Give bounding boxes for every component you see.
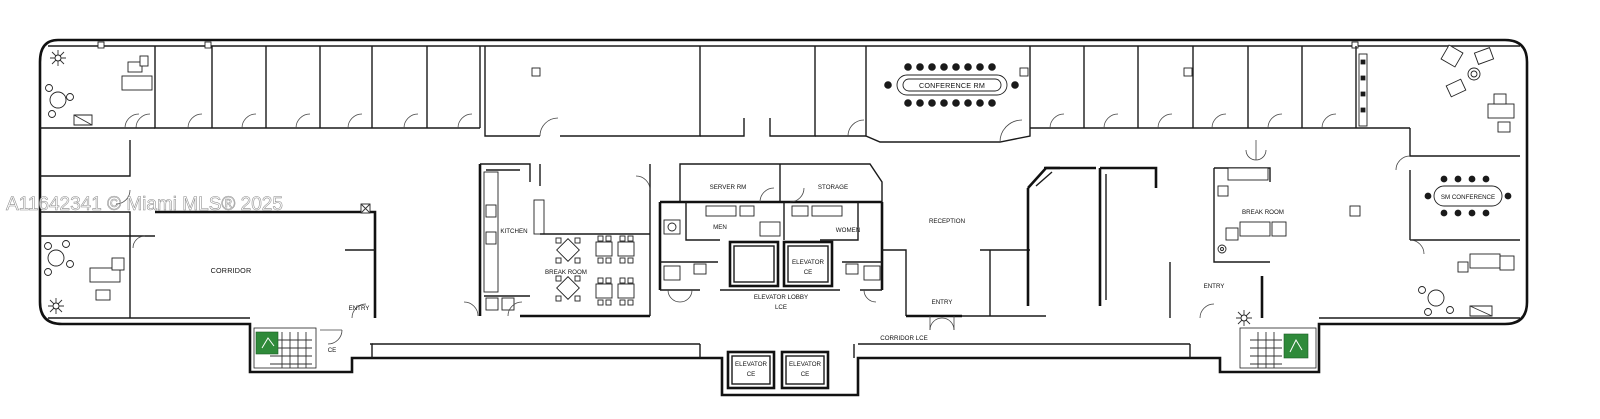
- elevator-bottom-left-label-2: CE: [747, 371, 756, 378]
- plant-icon: [48, 298, 64, 314]
- stair-ce-label: CE: [328, 347, 337, 354]
- building-core: SERVER RM STORAGE MEN WOMEN ELEVATOR CE: [658, 163, 884, 311]
- stair-icon: [1239, 327, 1317, 369]
- elevator-ce-top-label-2: CE: [804, 269, 813, 276]
- elevator-lobby-label-1: ELEVATOR LOBBY: [754, 294, 808, 301]
- corner-office-bottom-left: [44, 240, 125, 301]
- sm-conference-label: SM CONFERENCE: [1441, 194, 1495, 201]
- corner-office-bottom-right: [1409, 239, 1515, 317]
- conference-rm-label: CONFERENCE RM: [919, 81, 985, 90]
- server-rm-label: SERVER RM: [710, 184, 747, 191]
- shelf-marks: [1360, 59, 1366, 113]
- desk-chair: [95, 289, 111, 301]
- elevator-bottom-right-label-1: ELEVATOR: [789, 361, 822, 368]
- corner-office-top-right: [1440, 44, 1515, 133]
- entry-right-label: ENTRY: [1204, 283, 1225, 290]
- round-table: [47, 249, 65, 267]
- kitchen-label: KITCHEN: [500, 228, 527, 235]
- elevator-shaft: [728, 240, 780, 288]
- building-outline: [38, 38, 1529, 397]
- lower-corridor: CORRIDOR LCE ELEVATOR CE ELEVATOR CE: [370, 335, 1191, 390]
- corridor-label: CORRIDOR: [211, 266, 252, 275]
- reception-area: RECEPTION ENTRY: [882, 166, 1158, 331]
- elevator-lobby-label-2: LCE: [775, 304, 787, 311]
- entry-left-label: ENTRY: [349, 305, 370, 312]
- desk: [89, 267, 121, 283]
- women-label: WOMEN: [836, 227, 860, 234]
- exit-sign-icon: [1283, 333, 1309, 359]
- elevator-shaft: [780, 350, 830, 390]
- elevator-bottom-right-label-2: CE: [801, 371, 810, 378]
- desk-chair: [127, 61, 143, 73]
- storage-label: STORAGE: [818, 184, 848, 191]
- conference-room: CONFERENCE RM: [865, 46, 1031, 143]
- top-offices-right: [1019, 46, 1410, 129]
- mls-watermark: A11642341 © Miami MLS® 2025: [6, 194, 283, 215]
- top-offices-left: [135, 46, 481, 129]
- kitchen-break-area: KITCHEN BREAK ROOM: [463, 163, 651, 318]
- round-table: [49, 91, 67, 109]
- break-room-left-label: BREAK ROOM: [545, 269, 587, 276]
- entry-center-label: ENTRY: [932, 299, 953, 306]
- men-label: MEN: [713, 224, 727, 231]
- corner-office-top-left: [40, 55, 155, 129]
- right-break-area: BREAK ROOM ENTRY: [1169, 140, 1361, 319]
- elevator-ce-top-label-1: ELEVATOR: [792, 259, 825, 266]
- open-office-top-center: [484, 46, 866, 137]
- exit-sign-icon: [255, 331, 279, 355]
- elevator-shaft: [726, 350, 776, 390]
- desk: [121, 75, 153, 91]
- stair-icon: CE: [253, 327, 343, 369]
- break-room-right-label: BREAK ROOM: [1242, 209, 1284, 216]
- small-conference-room: SM CONFERENCE: [1395, 128, 1520, 241]
- plant-icon: [50, 50, 66, 66]
- break-tables: [555, 235, 635, 306]
- elevator-bottom-left-label-1: ELEVATOR: [735, 361, 768, 368]
- elevator-shaft: [782, 240, 834, 288]
- reception-label: RECEPTION: [929, 218, 965, 225]
- plant-icon: [1236, 310, 1252, 326]
- conference-chairs: [884, 63, 1019, 107]
- corridor-lce-label: CORRIDOR LCE: [880, 335, 927, 342]
- left-mid-rooms: [40, 140, 377, 319]
